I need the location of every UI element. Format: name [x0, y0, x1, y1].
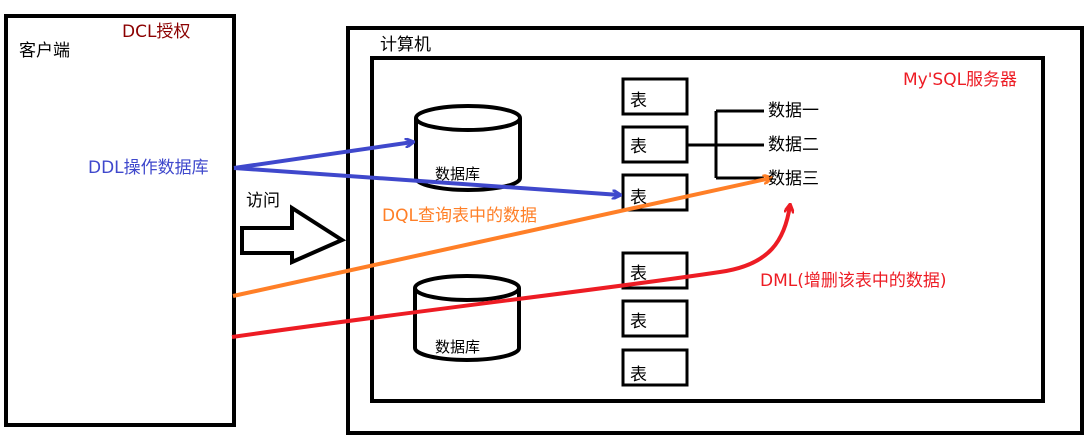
table-box-2: [621, 125, 689, 164]
dml-arrow: [231, 205, 790, 339]
ddl-label: DDL操作数据库: [88, 158, 209, 178]
table-label-4: 表: [630, 264, 647, 284]
database-label-2: 数据库: [435, 338, 481, 356]
dql-label: DQL查询表中的数据: [382, 206, 537, 226]
table-label-1: 表: [630, 91, 647, 111]
table-box-1: [621, 77, 689, 116]
server-label: My'SQL服务器: [903, 70, 1018, 90]
row-label-2: 数据二: [768, 135, 819, 155]
dql-arrow: [232, 178, 771, 298]
computer-label: 计算机: [380, 35, 431, 55]
table-label-6: 表: [630, 365, 647, 385]
row-label-3: 数据三: [768, 169, 819, 189]
database-cylinder-2: [413, 274, 521, 362]
dml-label: DML(增删该表中的数据): [760, 271, 947, 291]
ddl-arrow-to-database: [233, 142, 413, 170]
table-box-3: [621, 173, 689, 212]
table-label-3: 表: [630, 188, 647, 208]
database-cylinder-1: [414, 104, 522, 192]
ddl-arrow-to-table: [233, 166, 620, 195]
row-label-1: 数据一: [768, 101, 819, 121]
row-bracket: [688, 109, 764, 180]
table-box-5: [621, 299, 689, 338]
database-label-1: 数据库: [435, 165, 481, 183]
client-label: 客户端: [19, 41, 70, 61]
client-box: [4, 14, 236, 427]
computer-box: [346, 26, 1084, 435]
table-box-6: [621, 348, 689, 387]
dcl-label: DCL授权: [122, 22, 191, 42]
access-arrow: [240, 204, 347, 266]
access-label: 访问: [246, 191, 280, 211]
table-box-4: [621, 251, 689, 290]
server-box: [370, 56, 1045, 403]
table-label-2: 表: [630, 137, 647, 157]
table-label-5: 表: [630, 312, 647, 332]
